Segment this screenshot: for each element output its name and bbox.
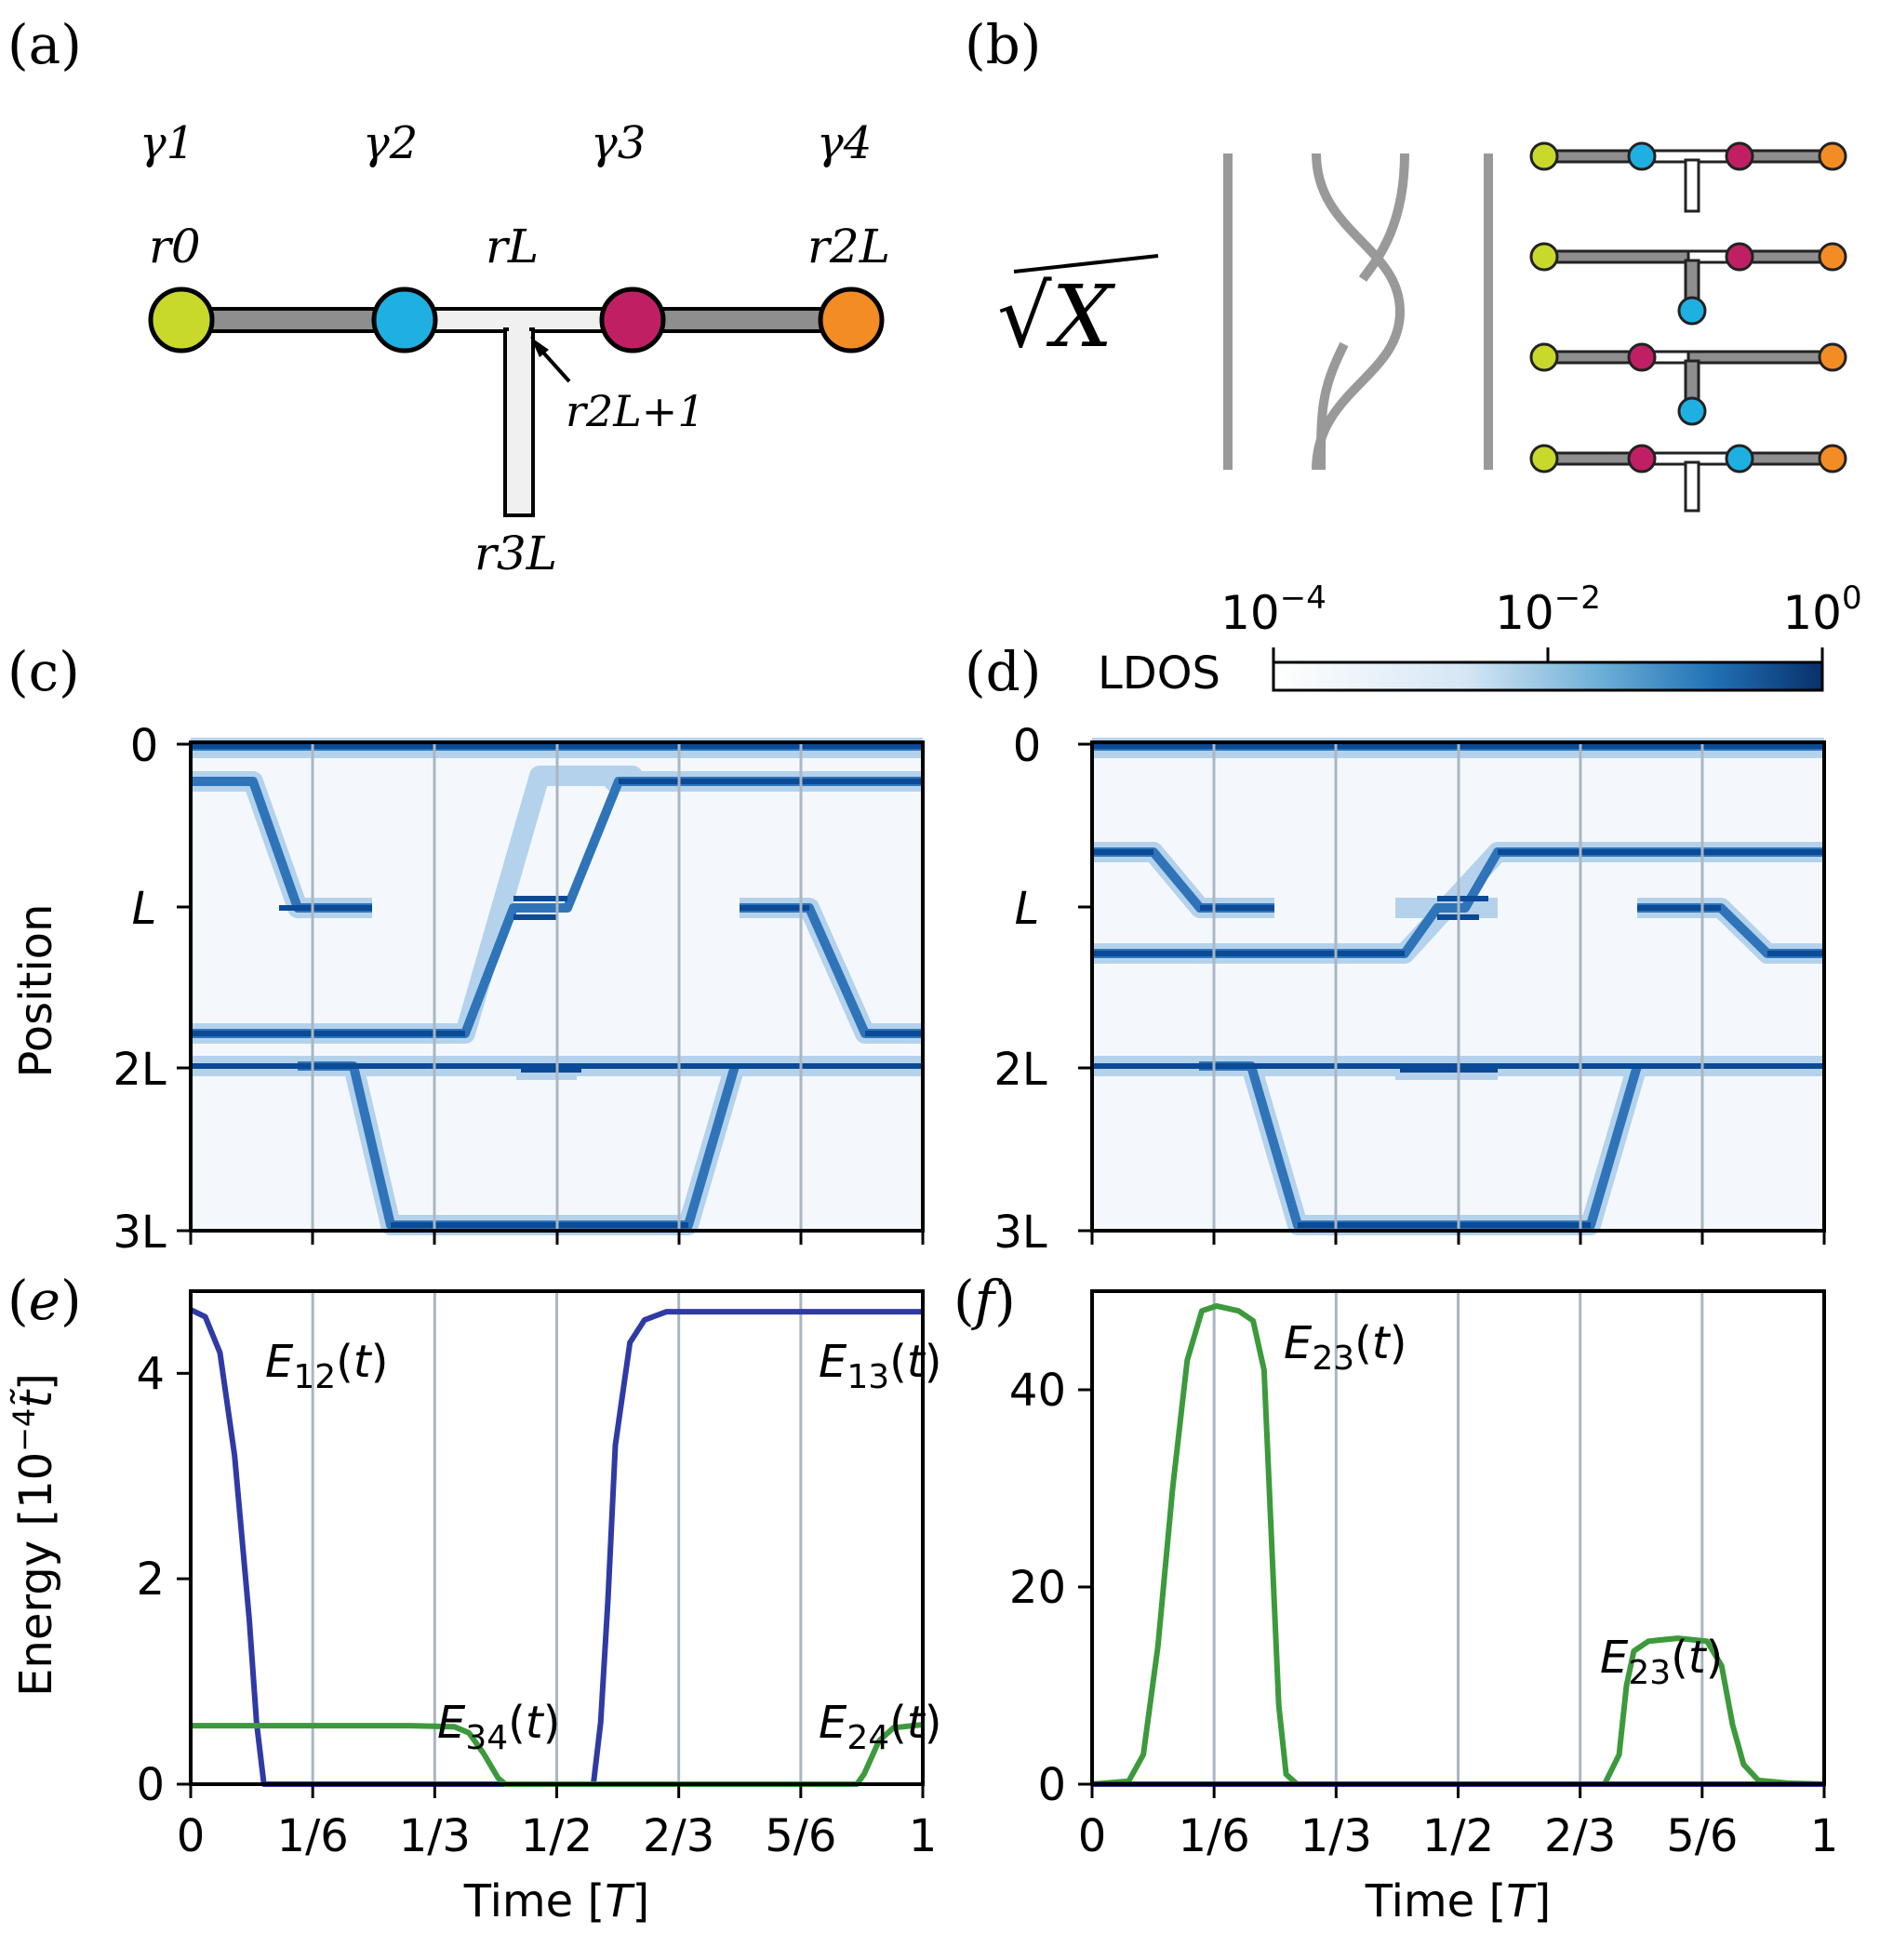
ytick-c-3L: 3L — [113, 1207, 167, 1259]
xtick-label-e-6: 1 — [909, 1810, 938, 1862]
annotation-f-0: E23(t) — [1284, 1317, 1406, 1378]
xtick-label-e-3: 1/2 — [521, 1810, 593, 1862]
majorana-3 — [599, 287, 666, 353]
panel-label-a: (a) — [7, 13, 82, 76]
majorana-4 — [818, 287, 885, 353]
gamma-3-label: γ3 — [591, 117, 646, 169]
wire-segment-right — [635, 307, 853, 333]
ytick-label-e-2: 4 — [136, 1348, 165, 1400]
annotation-e-3: E24(t) — [819, 1697, 941, 1757]
colorbar-gradient — [1272, 660, 1824, 692]
ytick-d-0: 0 — [1013, 720, 1042, 772]
majorana-1 — [148, 287, 215, 353]
xlabel-f: Time [T] — [1365, 1875, 1552, 1927]
panel-a: (a) γ1 γ2 γ3 γ4 r0 rL r2L r2L+1 r3L — [7, 13, 890, 580]
panel-label-f: (f) — [953, 1269, 1016, 1332]
site-label-r2L1: r2L+1 — [566, 386, 705, 436]
site-label-rL: rL — [486, 220, 539, 273]
xtick-label-f-0: 0 — [1078, 1810, 1107, 1862]
ytick-label-f-1: 20 — [1009, 1562, 1066, 1614]
xtick-label-f-4: 2/3 — [1544, 1810, 1616, 1862]
ytick-d-L: L — [1015, 883, 1040, 935]
ytick-c-L: L — [132, 883, 157, 935]
xtick-label-f-3: 1/2 — [1422, 1810, 1494, 1862]
xtick-label-f-5: 5/6 — [1666, 1810, 1738, 1862]
ytick-d-2L: 2L — [993, 1044, 1047, 1096]
gamma-4-label: γ4 — [817, 117, 872, 169]
ytick-label-e-0: 0 — [136, 1759, 165, 1811]
arrow-head-icon — [530, 337, 549, 357]
xtick-label-f-1: 1/6 — [1179, 1810, 1250, 1862]
series-line-f-0 — [1091, 1302, 1825, 1787]
xtick-label-e-5: 5/6 — [765, 1810, 836, 1862]
series-line-e-0 — [189, 1307, 923, 1787]
site-label-r2L: r2L — [807, 220, 890, 273]
site-label-r0: r0 — [149, 220, 201, 273]
ytick-label-f-0: 0 — [1037, 1759, 1066, 1811]
panel-label-c: (c) — [7, 640, 80, 703]
gate-label: √X — [997, 267, 1116, 367]
xtick-label-e-1: 1/6 — [277, 1810, 349, 1862]
annotation-e-1: E13(t) — [819, 1336, 941, 1396]
colorbar-tick-2: 10−2 — [1495, 580, 1601, 640]
energy-ylabel: Energy [10−4t̃] — [7, 1373, 62, 1697]
xtick-label-f-6: 1 — [1810, 1810, 1839, 1862]
colorbar-label: LDOS — [1098, 647, 1220, 700]
braid-strand-2 — [1312, 153, 1406, 471]
annotation-e-2: E34(t) — [437, 1697, 560, 1757]
heatmap-ylabel: Position — [10, 904, 62, 1078]
braid-strand-3 — [1316, 153, 1409, 471]
panel-b: (b) √X — [965, 13, 1847, 513]
panel-label-d: (d) — [965, 640, 1041, 703]
xtick-label-e-0: 0 — [177, 1810, 206, 1862]
xtick-label-e-4: 2/3 — [643, 1810, 714, 1862]
annotation-e-0: E12(t) — [265, 1336, 388, 1396]
xlabel-e: Time [T] — [463, 1875, 650, 1927]
ytick-c-2L: 2L — [113, 1044, 167, 1096]
heatmap-d-time-grid — [1212, 742, 1704, 1231]
majorana-2 — [371, 287, 438, 353]
gamma-2-label: γ2 — [363, 117, 418, 169]
ytick-d-3L: 3L — [993, 1207, 1047, 1259]
ytick-c-0: 0 — [130, 720, 159, 772]
xtick-label-e-2: 1/3 — [399, 1810, 471, 1862]
panel-label-e: (e) — [7, 1269, 82, 1332]
series-line-e-1 — [191, 1722, 924, 1787]
ytick-label-e-1: 2 — [136, 1553, 165, 1606]
ytick-label-f-2: 40 — [1009, 1365, 1066, 1417]
panel-c: (c) — [7, 640, 925, 1259]
wire-segment-stem — [503, 327, 535, 517]
annotation-f-1: E23(t) — [1600, 1632, 1723, 1692]
braid-sequence — [1529, 141, 1847, 513]
gate-overbar — [1013, 254, 1159, 273]
panel-d: (d) — [965, 640, 1826, 1259]
panel-label-b: (b) — [965, 13, 1041, 76]
site-label-r3L: r3L — [474, 527, 557, 580]
colorbar-tick-1: 10−4 — [1220, 580, 1326, 640]
heatmap-c-time-grid — [311, 742, 803, 1231]
colorbar: LDOS 10−4 10−2 100 — [1098, 580, 1862, 700]
xtick-label-f-2: 1/3 — [1300, 1810, 1372, 1862]
gamma-1-label: γ1 — [140, 117, 194, 169]
colorbar-tick-3: 100 — [1782, 580, 1861, 640]
